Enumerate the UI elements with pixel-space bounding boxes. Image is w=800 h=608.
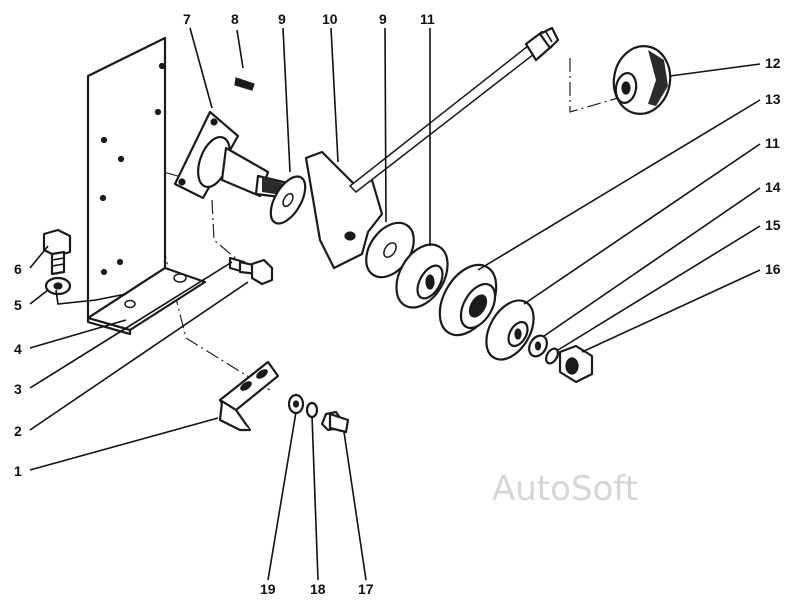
washer-19 xyxy=(287,393,305,415)
thick-washer-2 xyxy=(485,299,535,361)
callout-19: 19 xyxy=(260,581,276,597)
callout-6: 6 xyxy=(14,261,22,277)
callout-1: 1 xyxy=(14,463,22,479)
callout-17: 17 xyxy=(358,581,374,597)
callout-11b: 11 xyxy=(765,135,780,151)
spring-washer xyxy=(545,347,559,365)
thick-washer-1 xyxy=(395,243,449,309)
leader-lines xyxy=(29,27,761,581)
washer-5 xyxy=(44,276,127,305)
bracket-plate xyxy=(86,36,207,336)
callout-13: 13 xyxy=(765,91,781,107)
bolt-17 xyxy=(320,410,350,434)
callout-4: 4 xyxy=(14,341,22,357)
small-washer xyxy=(528,334,548,358)
callout-16: 16 xyxy=(765,261,781,277)
callout-10: 10 xyxy=(322,11,338,27)
angle-bracket xyxy=(218,360,280,432)
callout-18: 18 xyxy=(310,581,326,597)
watermark: AutoSoft xyxy=(492,469,638,509)
callout-9a: 9 xyxy=(278,11,286,27)
spring-cup xyxy=(438,263,498,337)
callout-2: 2 xyxy=(14,423,22,439)
washer-middle xyxy=(365,221,415,279)
washer-left xyxy=(269,175,307,225)
callout-15: 15 xyxy=(765,217,781,233)
bolt-6 xyxy=(42,228,72,276)
callout-14: 14 xyxy=(765,179,781,195)
bolt-2-3 xyxy=(228,256,274,286)
lever-with-rod xyxy=(304,26,560,270)
callout-3: 3 xyxy=(14,381,22,397)
callout-12: 12 xyxy=(765,55,781,71)
nut xyxy=(558,344,594,384)
callout-9b: 9 xyxy=(379,11,387,27)
spring-washer-18 xyxy=(305,401,319,419)
knob xyxy=(612,45,672,115)
pivot-flange xyxy=(173,110,294,200)
key xyxy=(234,77,255,91)
callout-labels: 1 2 3 4 5 6 7 8 9 10 9 11 12 13 11 14 15… xyxy=(14,11,781,597)
callout-11a: 11 xyxy=(420,11,435,27)
callout-5: 5 xyxy=(14,297,22,313)
callout-8: 8 xyxy=(231,11,239,27)
callout-7: 7 xyxy=(183,11,191,27)
